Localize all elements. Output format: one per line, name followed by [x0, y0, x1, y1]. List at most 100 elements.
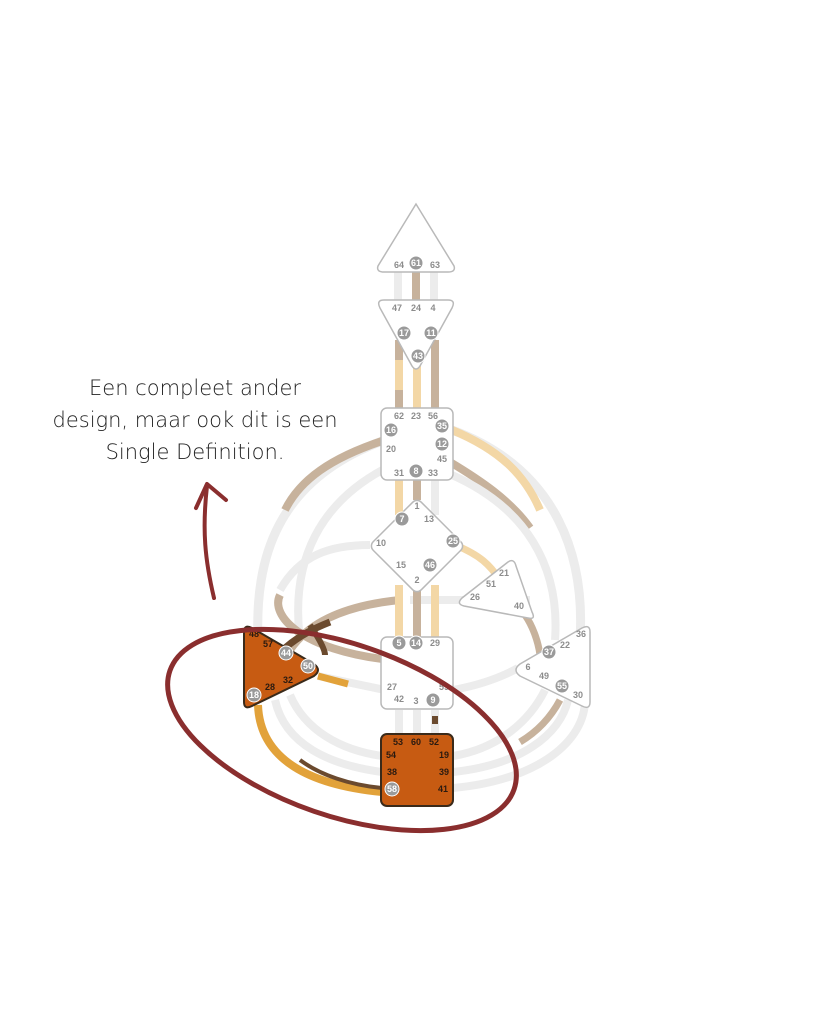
gate-51-label: 51 [486, 579, 496, 589]
gate-45-label: 45 [437, 454, 447, 464]
gate-7-label: 7 [399, 514, 404, 524]
gate-58-label: 58 [387, 784, 397, 794]
gate-37-label: 37 [544, 647, 554, 657]
gate-17-label: 17 [399, 328, 409, 338]
gate-57-label: 57 [263, 639, 273, 649]
channels [253, 272, 589, 796]
gate-badge [422, 557, 438, 573]
gate-23-label: 23 [411, 411, 421, 421]
gate-22-label: 22 [560, 640, 570, 650]
gate-8-label: 8 [413, 466, 418, 476]
gate-32-label: 32 [283, 675, 293, 685]
channel-18-58 [254, 704, 383, 796]
gate-10-label: 10 [376, 538, 386, 548]
gate-badge [434, 418, 450, 434]
gate-badge [396, 325, 412, 341]
gate-9-label: 9 [430, 695, 435, 705]
annotation-arrow [202, 484, 216, 600]
gate-59-label: 59 [439, 682, 449, 692]
channel-6-59 [452, 664, 520, 694]
annotation-caption: Een compleet ander design, maar ook dit … [40, 372, 350, 468]
gate-badge [554, 678, 570, 694]
gate-badge [408, 255, 424, 271]
gate-18-label: 18 [249, 690, 259, 700]
channel-outer-right-gold [450, 426, 544, 512]
gate-29-label: 29 [430, 638, 440, 648]
channel-32-54 [286, 693, 383, 760]
gate-24-label: 24 [411, 303, 421, 313]
channel-g-left [276, 541, 371, 593]
gate-13-label: 13 [424, 514, 434, 524]
gate-64-label: 64 [394, 260, 404, 270]
gate-61-label: 61 [411, 258, 421, 268]
gate-27-label: 27 [387, 682, 397, 692]
gate-badge [246, 687, 262, 703]
gate-badge [408, 635, 424, 651]
gate-badge [383, 422, 399, 438]
gate-28-label: 28 [265, 682, 275, 692]
annotation-arrow-head [194, 482, 228, 510]
center-ajna [377, 299, 455, 370]
channel-28-38 [271, 699, 383, 776]
gate-38-label: 38 [387, 767, 397, 777]
gate-4-label: 4 [430, 303, 435, 313]
annotation-line-1: Een compleet ander [89, 376, 301, 400]
gate-badge [541, 644, 557, 660]
gate-6-label: 6 [525, 662, 530, 672]
gate-badge [423, 325, 439, 341]
gate-35-label: 35 [437, 421, 447, 431]
channel-39-55 [452, 698, 572, 776]
gate-55-label: 55 [557, 681, 567, 691]
gate-14-label: 14 [411, 638, 421, 648]
channel-18-58-dark [298, 758, 383, 790]
gate-2-label: 2 [414, 575, 419, 585]
center-solar-plexus [515, 625, 591, 709]
gate-31-label: 31 [394, 468, 404, 478]
center-heart [458, 559, 535, 620]
gate-43-label: 43 [413, 351, 423, 361]
gate-21-label: 21 [499, 568, 509, 578]
gate-badge [300, 658, 316, 674]
gate-44-label: 44 [281, 648, 291, 658]
gate-badge [410, 348, 426, 364]
gate-19-label: 19 [439, 750, 449, 760]
channel-37-40 [522, 612, 544, 656]
gate-36-label: 36 [576, 629, 586, 639]
gate-52-label: 52 [429, 737, 439, 747]
channel-inner-left [294, 461, 394, 641]
gate-badge [391, 635, 407, 651]
gate-39-label: 39 [439, 767, 449, 777]
gate-5-label: 5 [396, 638, 401, 648]
gate-40-label: 40 [514, 601, 524, 611]
gate-12-label: 12 [437, 439, 447, 449]
channel-outer-left-colored [281, 436, 387, 512]
gate-46-label: 46 [425, 560, 435, 570]
gate-11-label: 11 [426, 328, 436, 338]
gate-badge [394, 511, 410, 527]
gate-20-label: 20 [386, 444, 396, 454]
gate-badge [425, 692, 441, 708]
gate-badge [445, 533, 461, 549]
channel-inner-right [438, 466, 560, 641]
channel-throat-right-tan [447, 458, 534, 531]
channel-41-30 [452, 699, 589, 792]
gate-badge [278, 645, 294, 661]
gate-62-label: 62 [394, 411, 404, 421]
center-g [370, 499, 464, 593]
annotation-line-2: design, maar ook dit is een [52, 408, 338, 432]
gate-30-label: 30 [573, 690, 583, 700]
gate-56-label: 56 [428, 411, 438, 421]
center-head [376, 202, 456, 273]
gate-49-label: 49 [539, 671, 549, 681]
gate-badge [434, 436, 450, 452]
gate-25-label: 25 [448, 536, 458, 546]
gate-63-label: 63 [430, 260, 440, 270]
gate-41-label: 41 [438, 784, 448, 794]
gate-26-label: 26 [470, 592, 480, 602]
gate-47-label: 47 [392, 303, 402, 313]
gate-54-label: 54 [386, 750, 396, 760]
gate-48-label: 48 [249, 629, 259, 639]
annotation-line-3: Single Definition. [105, 440, 285, 464]
center-spleen [243, 625, 319, 709]
